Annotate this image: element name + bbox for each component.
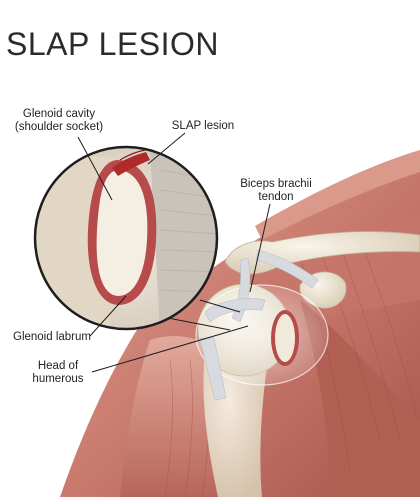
label-glenoid-cavity: Glenoid cavity (shoulder socket)	[14, 108, 104, 133]
zoom-inset	[33, 145, 219, 331]
inset-connector-lines	[167, 299, 241, 331]
leader-lines	[77, 132, 271, 373]
label-biceps-tendon: Biceps brachii tendon	[240, 178, 312, 203]
label-slap-lesion: SLAP lesion	[171, 120, 235, 132]
glenoid-socket	[271, 310, 299, 366]
label-glenoid-labrum: Glenoid labrum	[13, 331, 91, 343]
page-title: SLAP LESION	[6, 26, 220, 62]
label-head-of-humerus: Head of humerous	[32, 360, 84, 385]
